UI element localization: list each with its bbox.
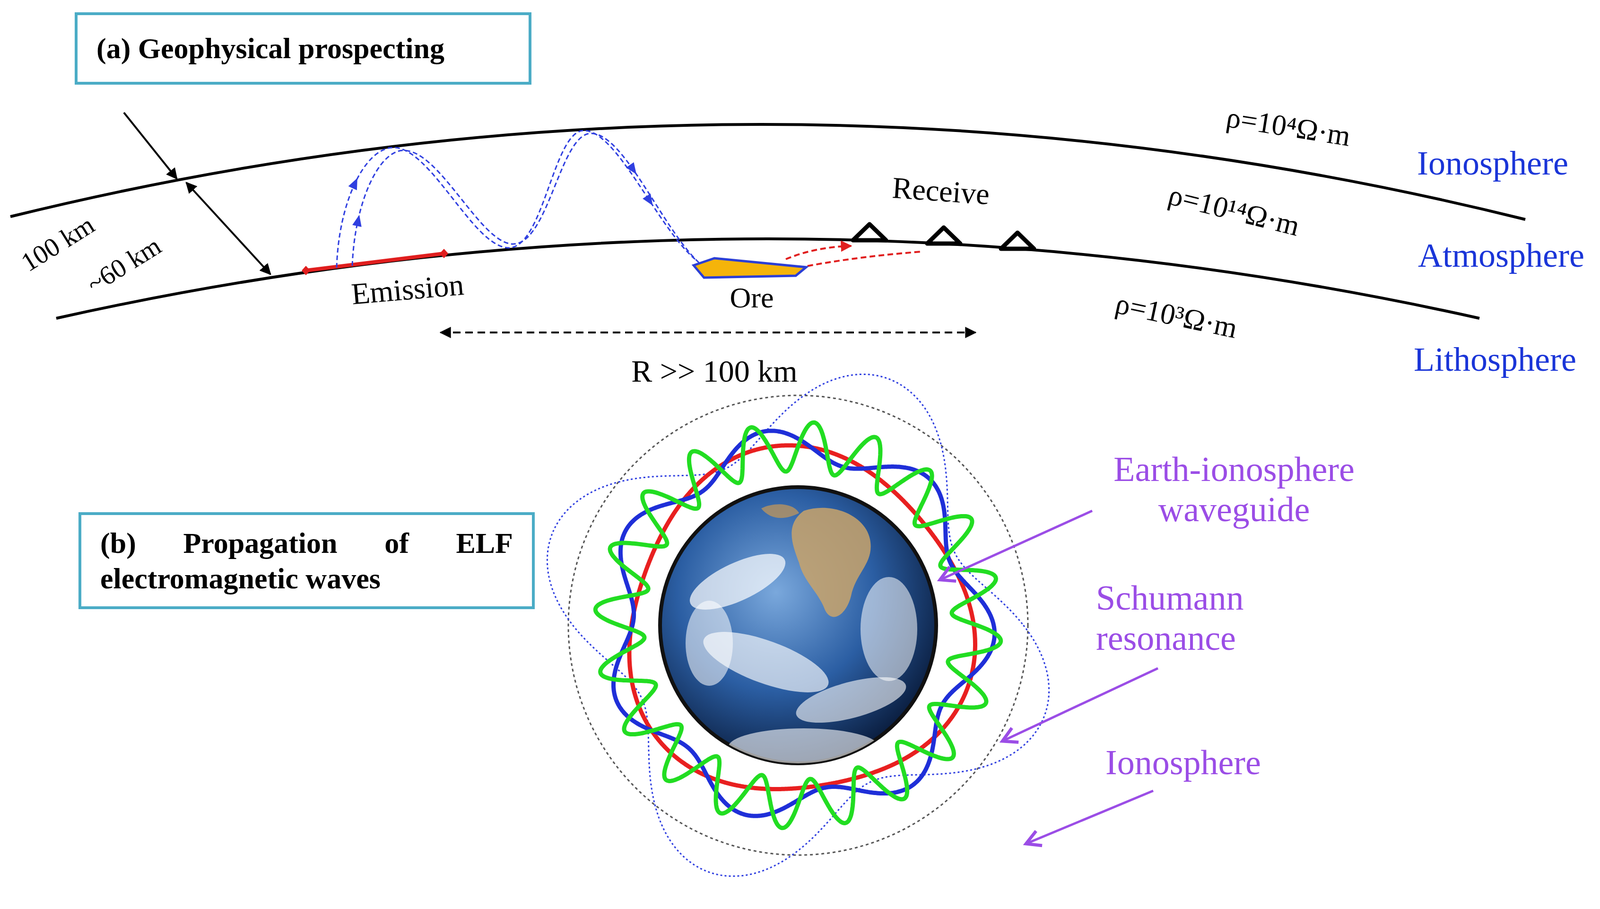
receiver-symbol	[852, 224, 887, 241]
panel-title: (b) Propagation of ELF electromagnetic w…	[100, 525, 514, 596]
pointer-arrow	[123, 112, 177, 179]
receiver-symbol	[927, 227, 961, 244]
panel-title: (a) Geophysical prospecting	[96, 30, 445, 66]
distance-label: R >> 100 km	[631, 353, 798, 390]
earth-globe	[660, 486, 937, 766]
layer-name: Atmosphere	[1417, 235, 1585, 276]
wave-arrowhead	[348, 175, 362, 191]
resistivity-label: ρ=10⁴Ω·m	[1224, 100, 1353, 154]
wave-curve	[547, 373, 1049, 876]
wave-arrowhead	[626, 162, 641, 177]
wave-arrowhead	[352, 213, 365, 227]
source-label: Emission	[349, 267, 466, 312]
emission-end	[301, 265, 311, 276]
distance-arrow	[440, 331, 976, 334]
ionosphere-circle	[568, 395, 1028, 855]
height-arrow	[186, 182, 271, 275]
receiver-label: Receive	[891, 170, 992, 212]
ore-polygon	[693, 258, 807, 278]
pointer-arrow	[1002, 668, 1158, 741]
earth-disc	[660, 486, 937, 764]
height-label: ~60 km	[81, 230, 167, 300]
panel-title-box: (b) Propagation of ELF electromagnetic w…	[78, 512, 535, 609]
receiver-symbol	[1000, 232, 1035, 249]
callout-label: Earth-ionosphere waveguide	[1082, 449, 1386, 530]
cloud	[860, 576, 918, 681]
ore-body: Ore	[680, 250, 823, 317]
continent	[791, 507, 871, 618]
emission-end	[439, 248, 449, 259]
ore-shape	[680, 250, 823, 280]
ore-label: Ore	[680, 280, 823, 315]
pointer-arrow	[939, 510, 1093, 580]
wave-path	[352, 133, 699, 266]
cloud	[685, 600, 733, 686]
wave-arrowhead	[642, 193, 657, 209]
layer-name: Ionosphere	[1417, 143, 1569, 183]
callout-label: Schumann resonance	[1095, 577, 1314, 659]
response-arrow	[785, 245, 852, 260]
callout-label: Ionosphere	[1105, 742, 1261, 783]
wave-curve	[595, 422, 1001, 828]
layer-name: Lithosphere	[1413, 339, 1577, 380]
wave-path	[336, 130, 696, 268]
cloud	[728, 728, 880, 766]
resistivity-label: ρ=10¹⁴Ω·m	[1165, 177, 1304, 244]
emission-line	[305, 253, 444, 271]
ground-surface	[56, 238, 1480, 319]
pointer-arrow	[1026, 790, 1154, 844]
earth-surface	[682, 504, 918, 766]
panel-title-box: (a) Geophysical prospecting	[74, 12, 532, 85]
continent	[761, 504, 800, 518]
resistivity-label: ρ=10³Ω·m	[1112, 286, 1241, 346]
height-label: 100 km	[15, 209, 100, 278]
